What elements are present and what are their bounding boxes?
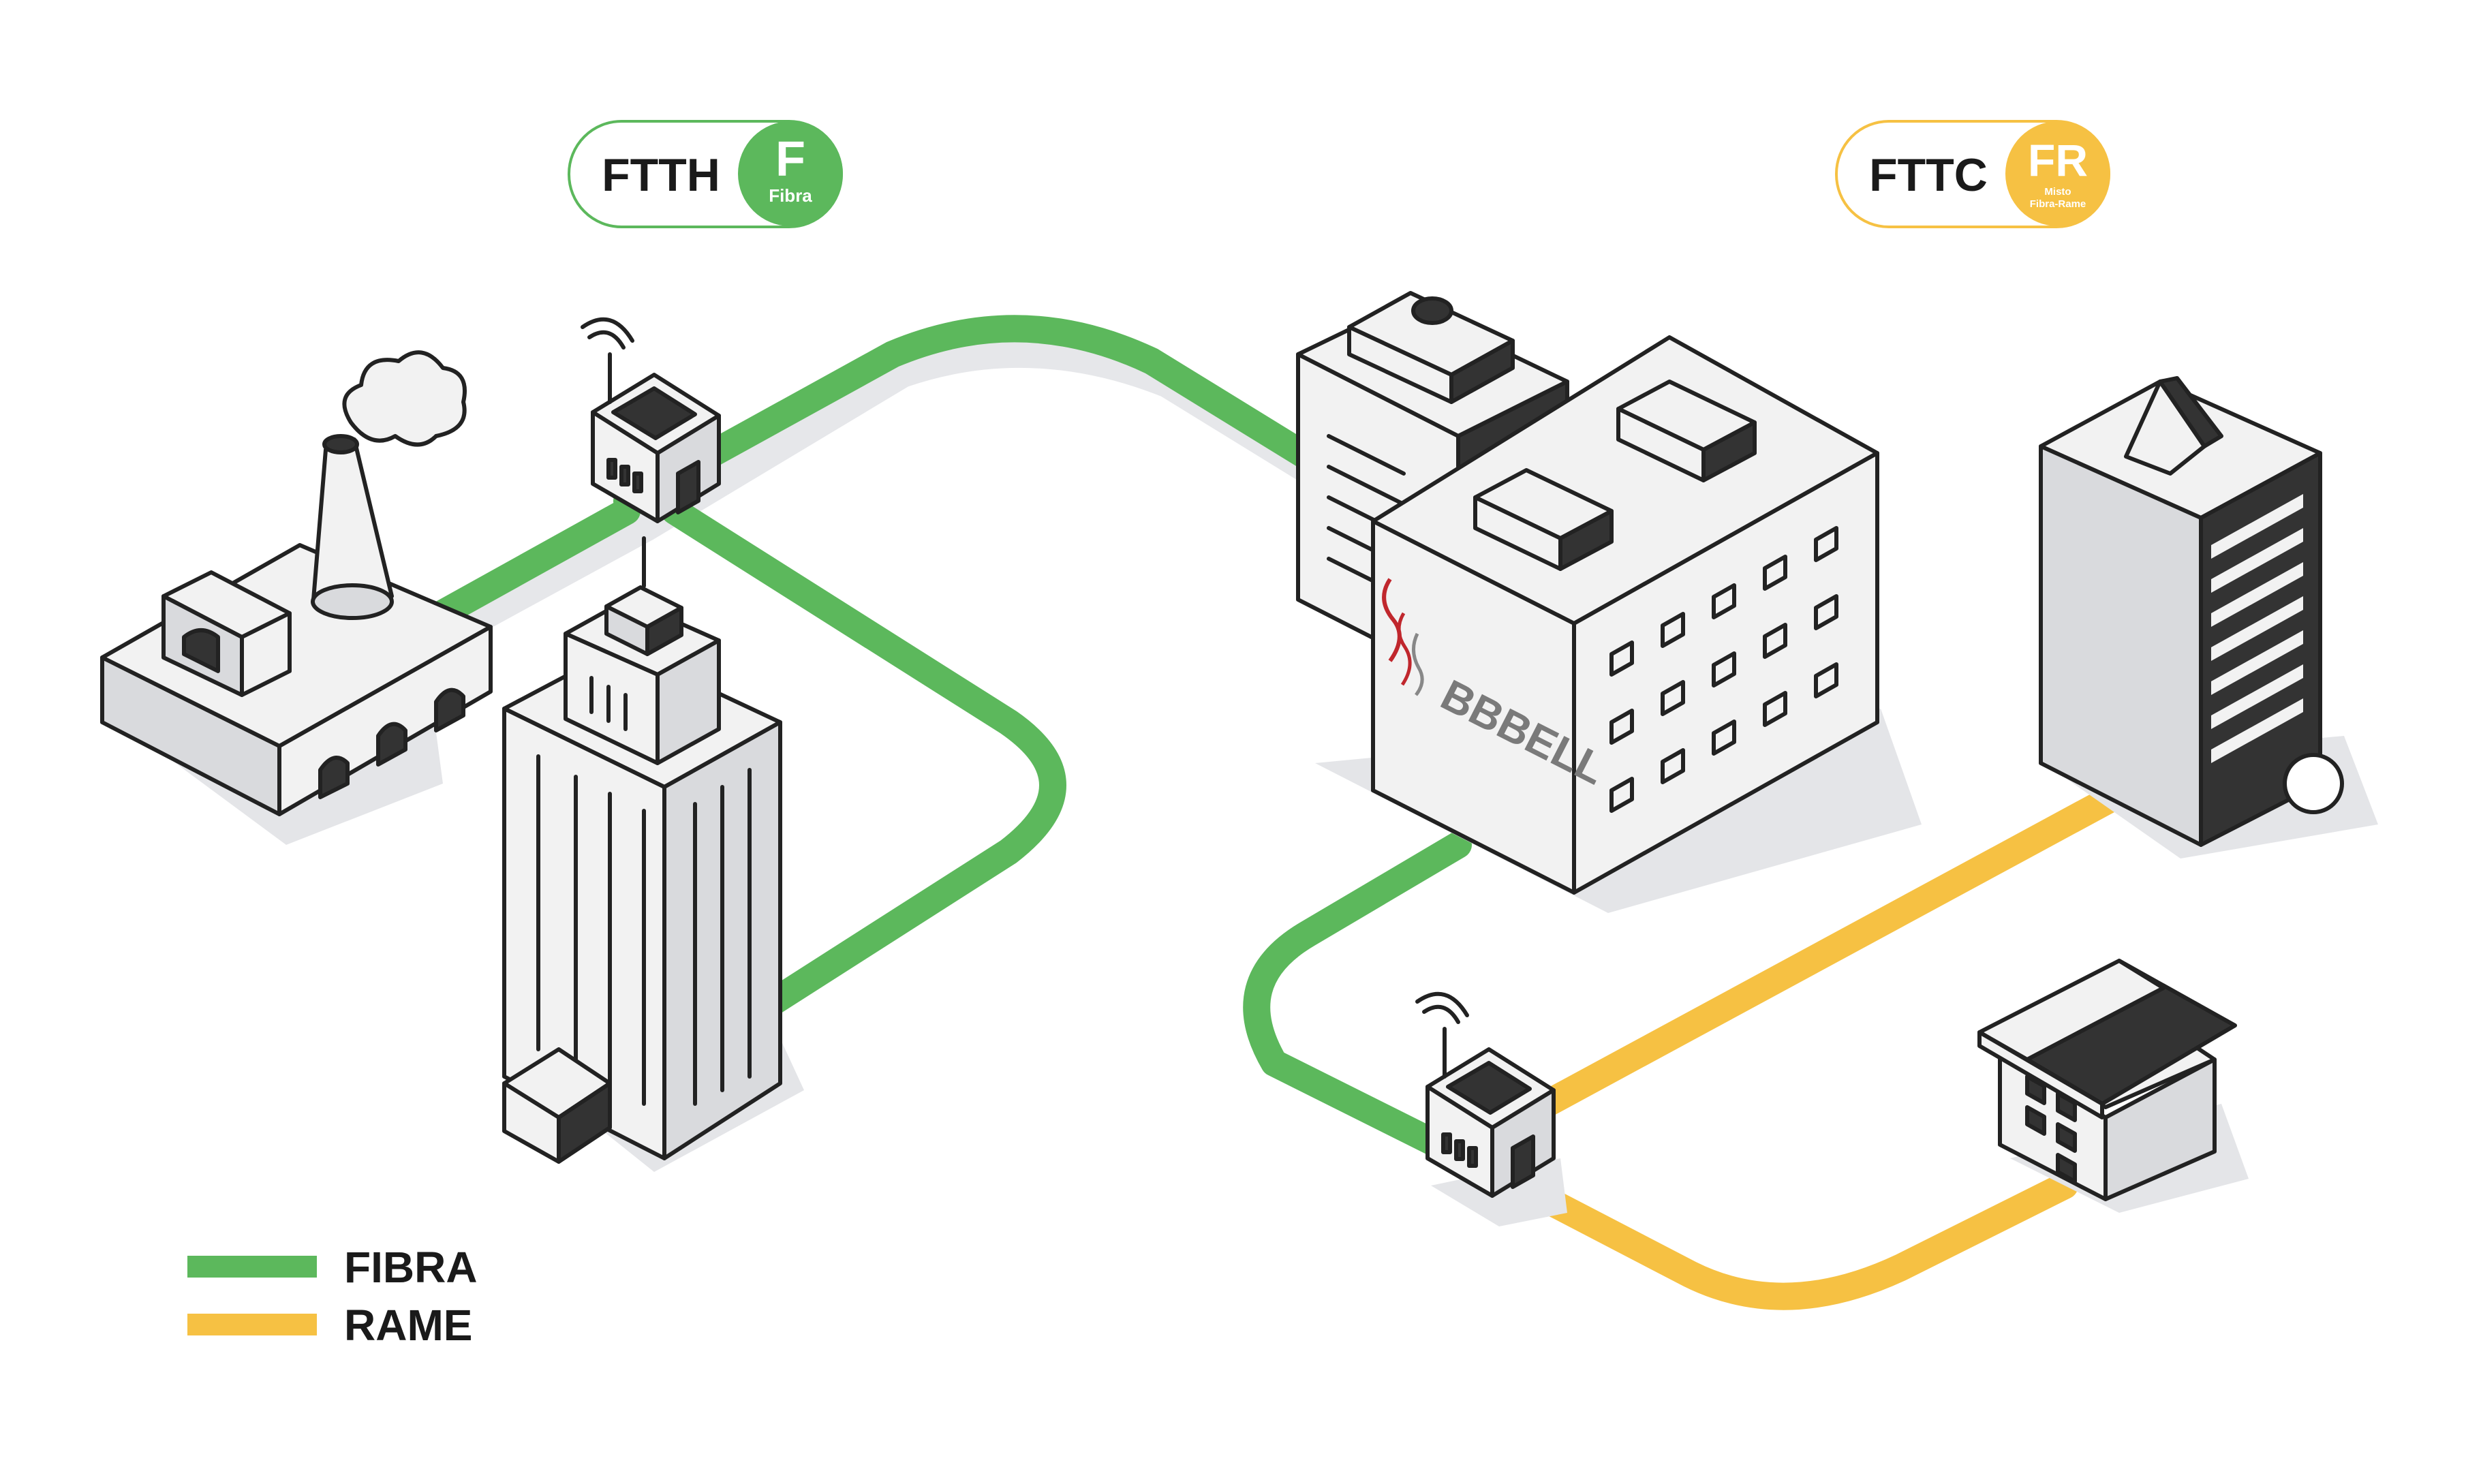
- cables: [429, 315, 2140, 1310]
- exchange-windows: [1609, 526, 1838, 813]
- fttc-label: FTTC: [1869, 149, 1988, 201]
- legend-swatch-rame: [187, 1314, 317, 1335]
- street-cabinet-2: [1415, 991, 1567, 1226]
- fiber-shadow: [444, 337, 1360, 643]
- factory: [100, 350, 493, 845]
- house: [1977, 959, 2249, 1213]
- fiber-factory-cabinet: [429, 497, 641, 627]
- exchange-building: BBBELL: [1296, 291, 1922, 913]
- legend-swatch-fibra: [187, 1256, 317, 1278]
- fiber-exchange-cabinet2: [1243, 831, 1472, 1165]
- copper-cabinet2-house: [1506, 1172, 2078, 1310]
- fttc-letter: FR: [2028, 135, 2088, 185]
- fttc-badge-circle: [2005, 121, 2110, 226]
- ftth-label: FTTH: [602, 149, 720, 201]
- residential-tower: [2039, 376, 2378, 859]
- ftth-badge: FTTH F Fibra: [568, 120, 843, 228]
- fttc-sub-line1: Misto: [2044, 186, 2071, 198]
- legend-label-rame: RAME: [344, 1301, 472, 1350]
- ftth-badge-circle: [738, 121, 843, 226]
- ftth-sub: Fibra: [769, 185, 812, 206]
- bbbell-logo-mark: [1382, 578, 1424, 696]
- legend: FIBRA RAME: [187, 1243, 478, 1350]
- ftth-letter: F: [775, 132, 805, 187]
- fiber-cabinet-skyscraper: [661, 497, 1066, 1022]
- fttc-badge: FTTC FR Misto Fibra-Rame: [1835, 120, 2110, 228]
- fiber-cabinet-exchange: [613, 315, 1342, 514]
- skyscraper: [502, 536, 804, 1172]
- tower-stripes: [2211, 494, 2303, 763]
- street-cabinet-1: [581, 317, 721, 523]
- fttc-sub-line2: Fibra-Rame: [2030, 198, 2086, 210]
- legend-label-fibra: FIBRA: [344, 1243, 478, 1292]
- copper-cabinet2-tower: [1533, 777, 2140, 1117]
